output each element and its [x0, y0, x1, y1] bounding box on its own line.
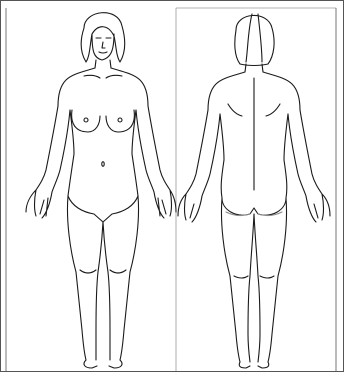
- front-right-inner-leg: [103, 222, 110, 360]
- front-pelvis: [68, 196, 138, 222]
- back-feet: [239, 362, 269, 368]
- front-left-hand: [26, 190, 52, 218]
- front-mouth: [99, 52, 107, 53]
- back-hair: [235, 15, 274, 65]
- front-feet: [84, 360, 122, 368]
- front-navel: [102, 162, 104, 166]
- front-clavicles: [84, 75, 122, 78]
- back-knees: [234, 276, 274, 278]
- back-right-arm: [288, 110, 322, 196]
- back-left-inner-leg: [248, 214, 254, 362]
- back-right-leg: [268, 198, 287, 362]
- front-nose: [102, 42, 105, 48]
- front-shoulder-left: [58, 68, 95, 106]
- back-buttocks: [222, 198, 286, 215]
- back-left-arm: [186, 110, 220, 196]
- back-right-hand: [306, 194, 330, 222]
- front-left-leg: [67, 196, 86, 360]
- front-nipple-left: [84, 118, 88, 122]
- front-breasts: [72, 110, 135, 132]
- front-body-figure: [26, 13, 176, 368]
- front-knees: [80, 270, 126, 273]
- back-torso-left: [220, 114, 224, 198]
- back-torso-right: [284, 114, 288, 198]
- front-nipple-right: [118, 118, 122, 122]
- back-body-figure: [178, 14, 330, 368]
- back-shoulder-left: [208, 72, 245, 110]
- front-right-hand: [154, 190, 176, 218]
- back-shoulder-right: [263, 72, 300, 110]
- back-left-leg: [221, 198, 240, 362]
- front-left-arm: [36, 106, 70, 192]
- front-right-leg: [120, 196, 139, 360]
- front-right-arm: [136, 106, 170, 192]
- front-neck: [95, 60, 111, 68]
- front-shoulder-right: [111, 68, 148, 106]
- front-hair: [81, 13, 125, 62]
- back-right-inner-leg: [254, 214, 260, 362]
- front-left-inner-leg: [96, 222, 103, 360]
- back-left-hand: [178, 194, 202, 222]
